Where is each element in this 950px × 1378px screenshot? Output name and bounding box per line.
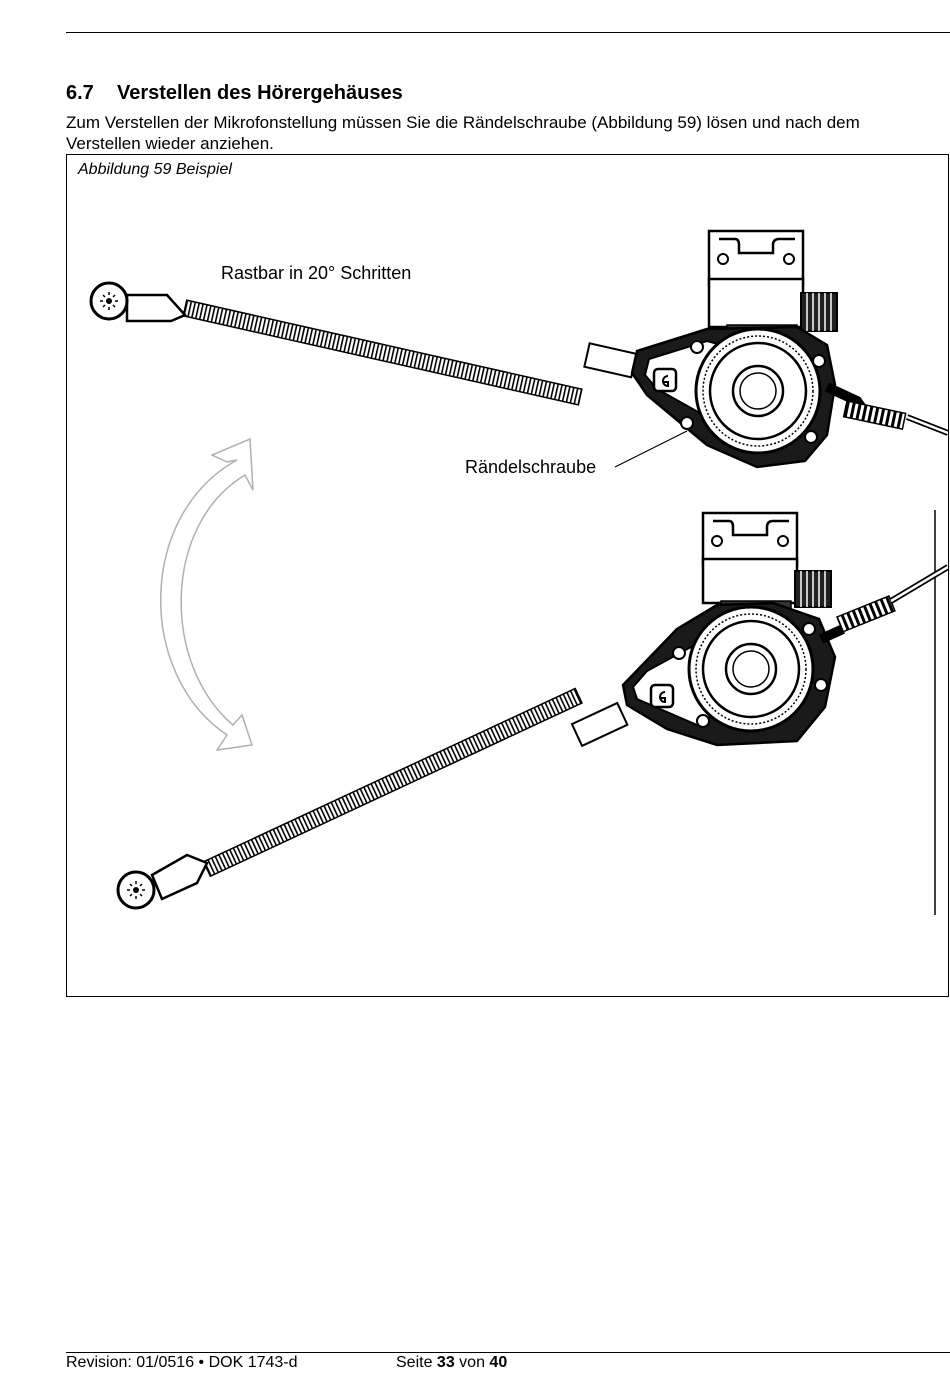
page-total: 40 <box>489 1354 508 1371</box>
ear-housing-top <box>630 325 837 469</box>
footer-rule <box>66 1352 950 1353</box>
section-number: 6.7 <box>66 82 94 104</box>
footer-page-number: Seite 33 von 40 <box>396 1354 507 1372</box>
screw-label: Rändelschraube <box>465 457 596 477</box>
section-heading: 6.7 Verstellen des Hörergehäuses <box>66 82 403 105</box>
page-mid: von <box>459 1354 485 1371</box>
microphone-capsule-bottom <box>116 853 209 910</box>
section-title: Verstellen des Hörergehäuses <box>117 82 403 104</box>
cable-top <box>824 382 948 436</box>
rotation-label: Rastbar in 20° Schritten <box>221 263 411 283</box>
ear-housing-bottom <box>621 601 837 747</box>
header-rule <box>66 32 950 33</box>
figure-frame: Abbildung 59 Beispiel <box>66 154 949 997</box>
page-current: 33 <box>436 1354 455 1371</box>
footer-revision: Revision: 01/0516 • DOK 1743-d <box>66 1354 298 1371</box>
headset-top <box>89 229 948 469</box>
headset-bottom <box>116 510 948 915</box>
figure-caption: Abbildung 59 Beispiel <box>78 161 232 178</box>
headset-illustration: Rastbar in 20° Schritten Rändelschraube <box>89 229 948 915</box>
section-body: Zum Verstellen der Mikrofonstellung müss… <box>66 113 860 153</box>
helmet-clip-top <box>707 229 838 334</box>
rotation-arrow <box>160 437 254 751</box>
helmet-clip-bottom <box>701 510 936 915</box>
microphone-capsule-top <box>89 281 188 323</box>
cable-bottom <box>818 564 948 644</box>
screw-leader-line <box>614 430 688 468</box>
page-prefix: Seite <box>396 1354 433 1371</box>
